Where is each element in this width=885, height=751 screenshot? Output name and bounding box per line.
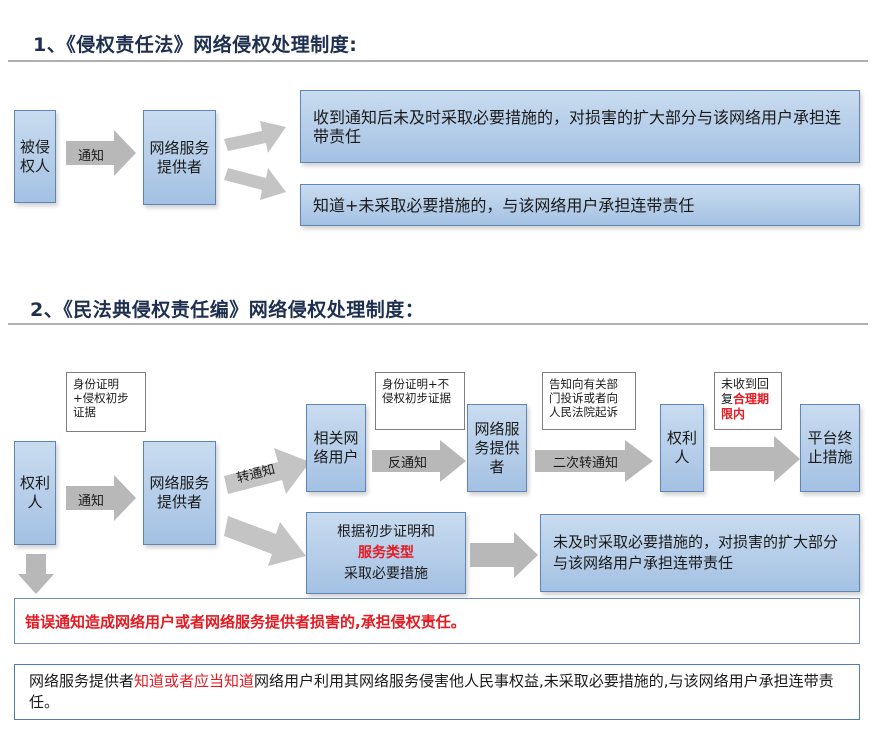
outcome-box-2: 未及时采取必要措施的，对损害的扩大部分与该网络用户承担连带责任	[540, 514, 860, 592]
note-noninfringement: 身份证明+不侵权初步证据	[375, 372, 465, 430]
measure-service-type: 服务类型	[358, 544, 414, 561]
measure-arrow	[224, 516, 306, 566]
note-deadline: 未收到回复合理期限内	[714, 372, 782, 430]
provider-box-2: 网络服务提供者	[143, 441, 216, 545]
notify-arrow-1	[66, 130, 136, 176]
notify-label-2: 通知	[78, 494, 105, 509]
wrong-notice-bar: 错误通知造成网络用户或者网络服务提供者损害的,承担侵权责任。	[14, 598, 860, 644]
counter-notice-arrow	[372, 440, 466, 482]
liability-knowledge: 知道或者应当知道	[134, 672, 255, 690]
section2-divider	[8, 323, 868, 325]
arrow-to-outcome-top	[224, 121, 286, 153]
outcome-box-top: 收到通知后未及时采取必要措施的，对损害的扩大部分与该网络用户承担连带责任	[300, 90, 860, 163]
provider-box-1: 网络服务提供者	[143, 110, 216, 205]
victim-box: 被侵权人	[14, 110, 56, 203]
rights-holder-box: 权利人	[14, 441, 56, 545]
outcome-box-bottom: 知道+未采取必要措施的，与该网络用户承担连带责任	[300, 184, 860, 226]
note-complaint: 告知向有关部门投诉或者向人民法院起诉	[542, 372, 636, 430]
rights-holder-box-2: 权利人	[660, 404, 704, 492]
outcome-arrow	[470, 532, 538, 578]
measure-line-3: 采取必要措施	[344, 565, 428, 582]
down-arrow	[18, 554, 54, 594]
user-box: 相关网络用户	[306, 404, 366, 492]
measure-box: 根据初步证明和 服务类型 采取必要措施	[306, 512, 466, 594]
arrow-to-outcome-bottom	[224, 168, 286, 200]
note-deadline-text: 未收到回复	[721, 377, 770, 406]
section2-title: 2、《民法典侵权责任编》网络侵权处理制度：	[30, 299, 425, 321]
section1-title: 1、《侵权责任法》网络侵权处理制度:	[33, 34, 358, 56]
counter-notice-label: 反通知	[388, 456, 428, 471]
second-forward-arrow	[535, 440, 653, 482]
measure-line-1: 根据初步证明和	[337, 523, 435, 540]
terminate-arrow	[710, 436, 800, 482]
section1-divider	[8, 60, 868, 62]
liability-statement: 网络服务提供者知道或者应当知道网络用户利用其网络服务侵害他人民事权益,未采取必要…	[14, 664, 860, 720]
liability-text-a: 网络服务提供者	[29, 672, 135, 690]
second-forward-label: 二次转通知	[553, 456, 619, 471]
notify-label-1: 通知	[78, 149, 105, 164]
notify-arrow-2	[66, 475, 136, 521]
note-deadline-highlight: 合理期限内	[721, 392, 770, 421]
terminate-box: 平台终止措施	[800, 404, 860, 492]
liability-text-b: 网络用户利用其网络服务侵害他人民事权益,未采取必要措施的,与该网络用户承担连带责…	[29, 672, 834, 711]
note-identity-evidence: 身份证明+侵权初步证据	[66, 372, 146, 432]
provider-box-3: 网络服务提供者	[467, 404, 527, 492]
forward-arrow	[224, 448, 310, 494]
